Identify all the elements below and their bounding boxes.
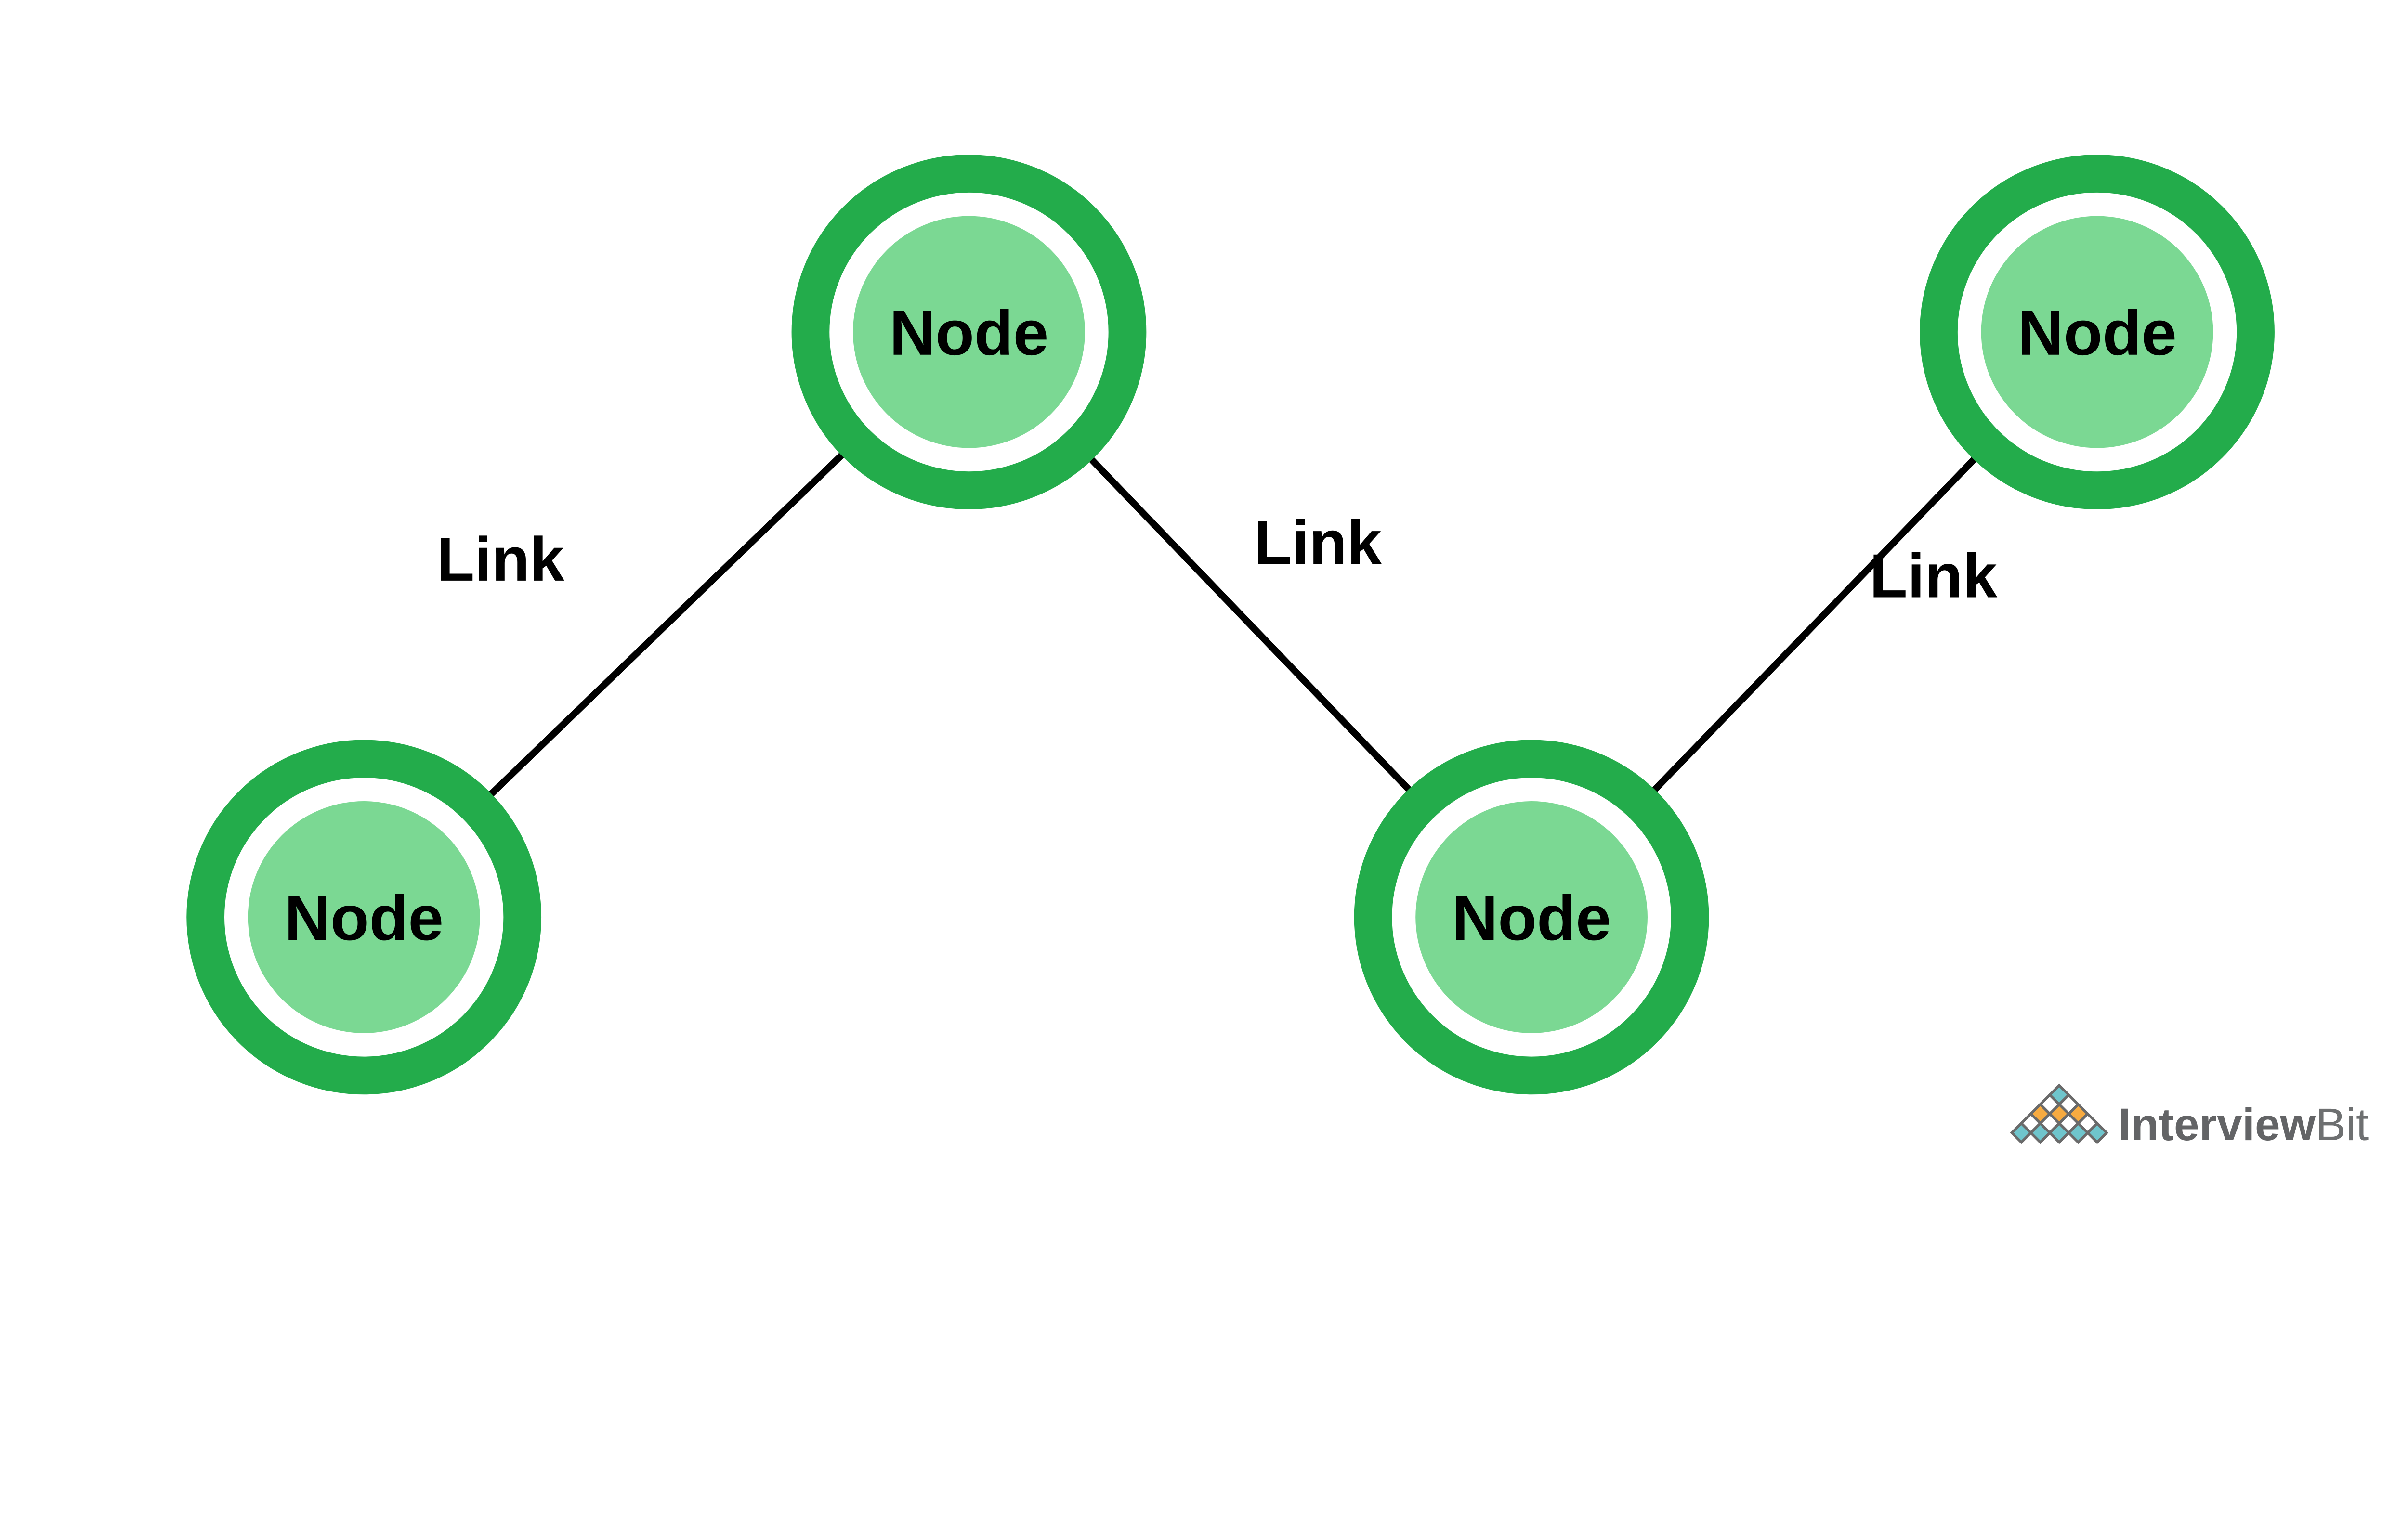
node-label: Node	[2017, 298, 2177, 369]
link-label-1: Link	[436, 525, 564, 594]
node-top-middle: Node	[791, 155, 1147, 509]
node-label: Node	[890, 298, 1049, 369]
links-layer	[361, 329, 2100, 920]
link-label-2: Link	[1254, 508, 1382, 577]
node-label: Node	[284, 883, 444, 954]
node-inner-circle	[853, 216, 1085, 448]
node-inner-circle	[248, 801, 480, 1033]
node-inner-circle	[1415, 801, 1648, 1033]
linked-nodes-diagram: Link Link Link Node Node Node Node	[186, 155, 2369, 1150]
node-bottom-left: Node	[186, 740, 542, 1095]
logo-wordmark-interview: Interview	[2119, 1099, 2316, 1150]
node-bottom-middle: Node	[1354, 740, 1709, 1095]
logo-wordmark: InterviewBit	[2119, 1099, 2369, 1150]
nodes-layer: Node Node Node Node	[186, 155, 2275, 1095]
pyramid-diamond	[2010, 1121, 2033, 1144]
pyramid-diamond	[2028, 1121, 2052, 1144]
node-inner-circle	[1981, 216, 2213, 448]
pyramid-diamond	[2048, 1121, 2071, 1144]
link-labels-layer: Link Link Link	[436, 508, 1997, 611]
logo-pyramid-icon	[2010, 1083, 2109, 1144]
pyramid-diamond	[2085, 1121, 2109, 1144]
pyramid-diamond	[2067, 1121, 2090, 1144]
link-label-3: Link	[1870, 542, 1998, 611]
node-top-right: Node	[1920, 155, 2275, 509]
node-label: Node	[1452, 883, 1611, 954]
logo-wordmark-bit: Bit	[2316, 1099, 2369, 1150]
interviewbit-logo: InterviewBit	[2010, 1083, 2369, 1150]
